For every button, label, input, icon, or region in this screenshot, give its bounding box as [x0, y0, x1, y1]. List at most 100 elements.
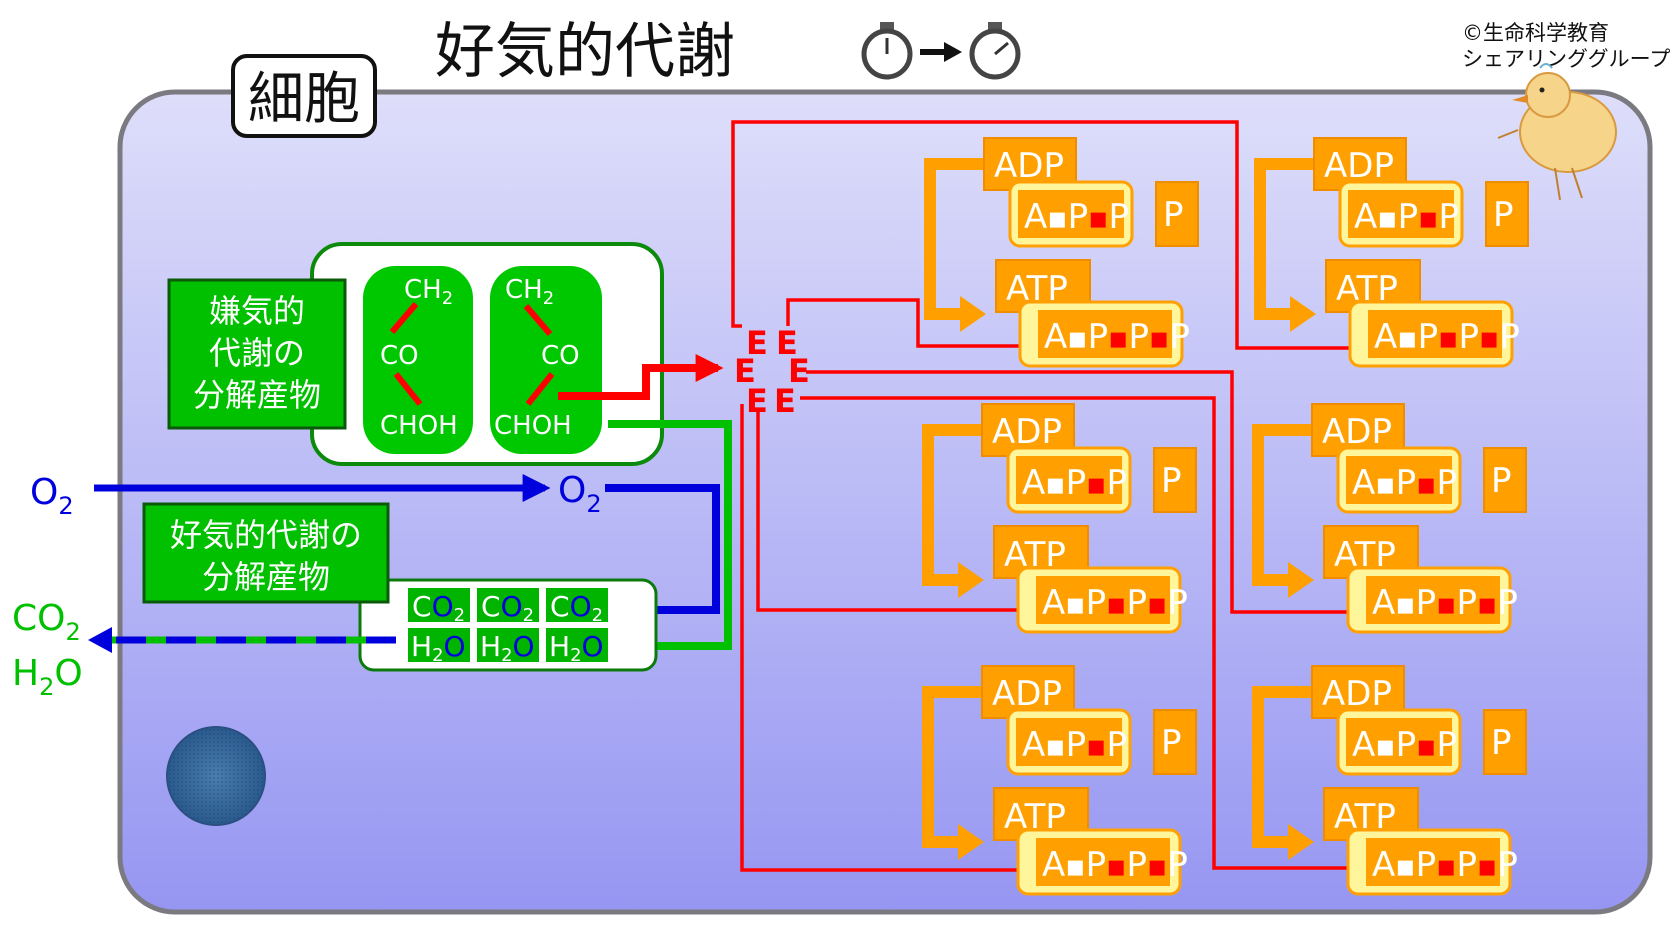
svg-text:CO2: CO2	[481, 590, 534, 626]
h2o-cell-2: H2O	[477, 628, 539, 666]
regeneration-arrowhead	[1290, 296, 1316, 332]
page-title: 好気的代謝	[435, 17, 735, 87]
phosphate-box	[1483, 709, 1527, 775]
phosphate-box	[1153, 709, 1197, 775]
svg-text:CO2: CO2	[550, 590, 603, 626]
efflux-arrowhead	[88, 627, 112, 653]
atp-molecule-fill	[1368, 310, 1502, 358]
adp-molecule-text: A▪P▪P	[1352, 463, 1457, 503]
atp-molecule-fill	[1036, 576, 1170, 624]
aerobic-label-box	[142, 502, 390, 604]
o2-outside-label: O2	[30, 472, 74, 520]
energy-cluster: E E E E E E	[734, 324, 810, 420]
atp-molecule-fill	[1366, 838, 1500, 886]
mol2-bond-top	[523, 304, 553, 336]
adp-molecule-text: A▪P▪P	[1022, 463, 1127, 503]
arrow-right-icon	[920, 42, 962, 62]
phosphate-box	[1483, 447, 1527, 513]
chick-mascot-icon	[1497, 63, 1617, 201]
energy-line-r2c1	[756, 412, 1038, 619]
energy-e-6: E	[774, 382, 796, 420]
atp-molecule-text: A▪P▪P▪P	[1374, 317, 1520, 357]
regeneration-arrowhead	[960, 296, 986, 332]
energy-line-r3c2	[800, 396, 1368, 877]
atp-molecule-text: A▪P▪P▪P	[1042, 845, 1188, 885]
molecule-capsule-2	[490, 266, 602, 454]
svg-text:H2O: H2O	[480, 630, 535, 666]
co2-cell-3: CO2	[546, 588, 608, 626]
adp-label: ADP	[992, 674, 1062, 714]
regeneration-arrowhead	[958, 562, 984, 598]
mol1-choh: CHOH	[380, 411, 458, 441]
regeneration-arrowhead	[1288, 562, 1314, 598]
h2o-cell-3: H2O	[546, 628, 608, 666]
mol2-ch: CH2	[505, 275, 554, 309]
phosphate-box	[1153, 447, 1197, 513]
adp-molecule-fill	[1348, 190, 1454, 238]
stopwatch-start-icon	[861, 22, 913, 80]
regeneration-arrow	[922, 686, 988, 848]
phosphate-label: P	[1161, 461, 1182, 501]
energy-line-r2c2	[806, 370, 1369, 621]
atp-molecule-fill	[1038, 310, 1172, 358]
phosphate-label: P	[1491, 461, 1512, 501]
aerobic-label-line1: 好気的代謝の	[170, 516, 362, 554]
atp-molecule-fill	[1036, 838, 1170, 886]
o2-inside-label: O2	[558, 470, 602, 518]
svg-text:H2O: H2O	[411, 630, 466, 666]
mol1-ch: CH2	[404, 275, 453, 309]
aerobic-label-line2: 分解産物	[202, 558, 330, 596]
molecule-capsule-1	[363, 266, 473, 454]
copyright-line1: ©生命科学教育	[1462, 21, 1609, 45]
h2o-outside-label: H2O	[12, 653, 83, 701]
anaerobic-label-line1: 嫌気的	[209, 292, 305, 330]
phosphate-label: P	[1163, 195, 1184, 235]
mol1-bond-bottom	[393, 372, 423, 406]
adp-label: ADP	[1322, 674, 1392, 714]
energy-e-1: E	[746, 324, 768, 362]
adp-molecule-fill	[1016, 456, 1122, 504]
adp-molecule-text: A▪P▪P	[1024, 197, 1129, 237]
regeneration-arrow	[1254, 158, 1320, 320]
co2-outside-label: CO2	[12, 598, 81, 646]
atp-molecule-text: A▪P▪P▪P	[1044, 317, 1190, 357]
regeneration-arrowhead	[958, 824, 984, 860]
energy-line-r1c1	[786, 298, 1040, 355]
cell-label-box	[231, 54, 377, 138]
adp-molecule-text: A▪P▪P	[1354, 197, 1459, 237]
phosphate-box	[1155, 181, 1199, 247]
adp-label: ADP	[992, 412, 1062, 452]
mol1-co: CO	[380, 341, 419, 371]
energy-e-4: E	[788, 352, 810, 390]
stopwatch-later-icon	[969, 22, 1021, 80]
energy-line-r3c1	[740, 404, 1038, 879]
adp-molecule-fill	[1346, 718, 1452, 766]
regeneration-arrowhead	[1288, 824, 1314, 860]
water-flow-arrow	[608, 420, 732, 650]
phosphate-box	[1485, 181, 1529, 247]
anaerobic-label-line2: 代謝の	[209, 334, 305, 372]
atp-molecule-text: A▪P▪P▪P	[1372, 845, 1518, 885]
atp-molecule-fill	[1366, 576, 1500, 624]
h2o-cell-1: H2O	[408, 628, 470, 666]
energy-e-3: E	[734, 352, 756, 390]
mol2-co: CO	[541, 341, 580, 371]
adp-molecule-fill	[1346, 456, 1452, 504]
anaerobic-label-box	[167, 278, 347, 430]
energy-release-arrow	[558, 354, 724, 400]
mol1-bond-top	[389, 302, 419, 334]
anaerobic-label-line3: 分解産物	[193, 376, 321, 414]
svg-text:CO2: CO2	[412, 590, 465, 626]
phosphate-label: P	[1493, 195, 1514, 235]
nucleus-texture	[168, 728, 264, 824]
atp-molecule-text: A▪P▪P▪P	[1372, 583, 1518, 623]
adp-molecule-fill	[1016, 718, 1122, 766]
o2-to-co2-arrow	[605, 484, 720, 614]
